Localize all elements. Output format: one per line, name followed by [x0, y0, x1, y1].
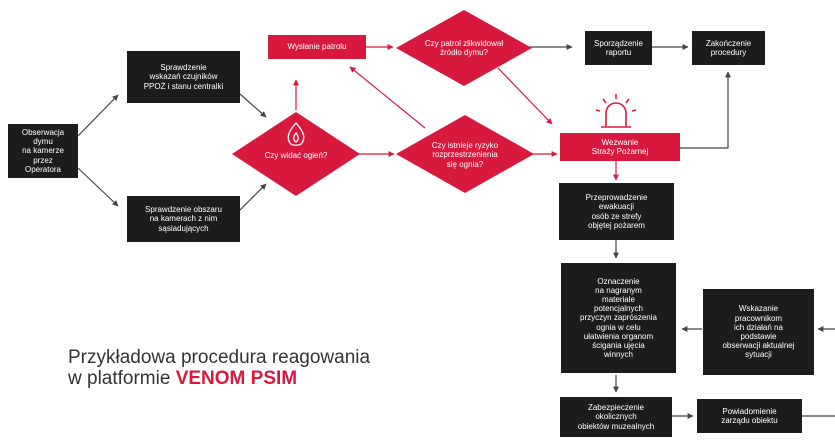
- connector-start-to-sensors: [77, 94, 119, 137]
- decision-spread-risk-label: Czy istnieje ryzyko rozprzestrzenienia s…: [431, 141, 499, 169]
- send-patrol-box: Wysłanie patrolu: [268, 35, 366, 59]
- fire-icon: [287, 122, 305, 146]
- connector-fire-call-to-end: [680, 71, 731, 149]
- end-box: Zakończenie procedury: [692, 31, 765, 65]
- decision-patrol-success: [396, 10, 532, 86]
- connector-risk-to-patrol: [349, 66, 426, 129]
- check-cameras-box: Sprawdzenie obszaru na kamerach z nim są…: [127, 196, 240, 242]
- siren-icon: [595, 94, 637, 128]
- brand-name: VENOM PSIM: [175, 368, 298, 389]
- call-fire-brigade-box: Wezwanie Straży Pożarnej: [560, 133, 680, 161]
- decision-fire-visible-label: Czy widać ogień?: [264, 151, 328, 161]
- caption-line-1: Przykładowa procedura reagowania: [68, 347, 371, 368]
- caption-line-2-prefix: w platformie: [68, 368, 176, 389]
- connector-cameras-to-fire: [239, 183, 267, 211]
- connector-start-to-cameras: [77, 167, 119, 207]
- caption: Przykładowa procedura reagowania w platf…: [68, 347, 370, 389]
- marking-box: Oznaczenie na nagranym materiale potencj…: [561, 263, 676, 373]
- decision-patrol-success-label: Czy patrol zlikwidował źródło dymu?: [424, 38, 504, 57]
- report-box: Sporządzenie raportu: [585, 31, 652, 65]
- check-sensors-box: Sprawdzenie wskazań czujników PPOŻ i sta…: [127, 51, 240, 103]
- staff-instructions-box: Wskazanie pracownikom ich działań na pod…: [703, 289, 814, 375]
- decision-fire-visible: [232, 112, 360, 196]
- secure-objects-box: Zabezpieczenie okolicznych obiektów muze…: [560, 397, 672, 437]
- evacuation-box: Przeprowadzenie ewakuacji osób ze strefy…: [559, 183, 674, 240]
- start-box: Obserwacja dymu na kamerze przez Operato…: [8, 124, 78, 178]
- notify-management-box: Powiadomienie zarządu obiektu: [697, 399, 802, 433]
- decision-spread-risk: [396, 115, 534, 193]
- connector-sensors-to-fire: [239, 93, 267, 118]
- caption-line-2: w platformie VENOM PSIM: [68, 368, 370, 389]
- connector-patrol-q-to-call: [497, 67, 553, 125]
